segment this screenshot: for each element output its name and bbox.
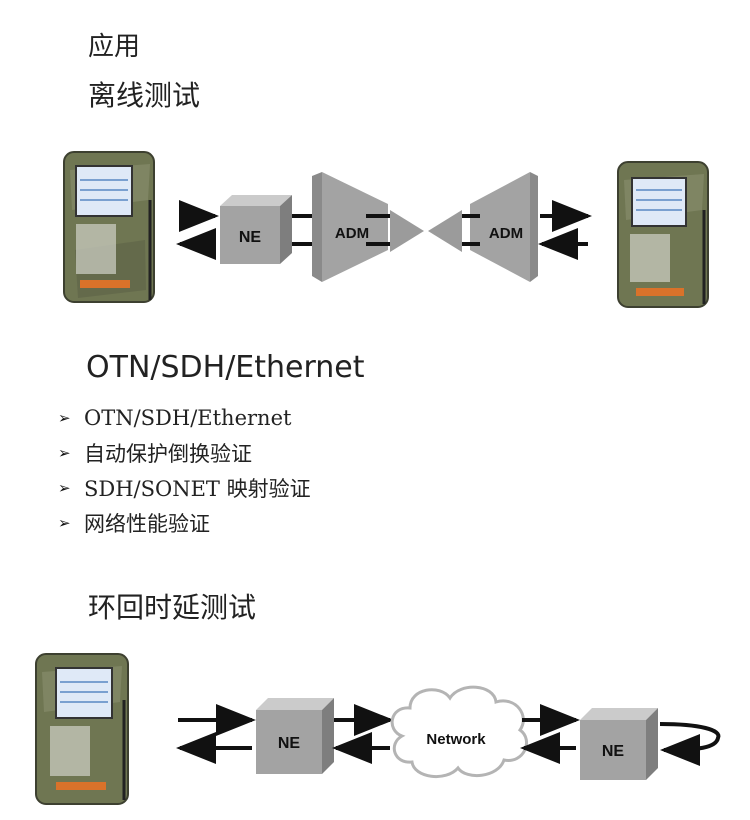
feature-list: ➢OTN/SDH/Ethernet ➢自动保护倒换验证 ➢SDH/SONET 映… [58, 400, 311, 540]
ne-box-left: NE [256, 698, 334, 774]
ne-right-label: NE [602, 743, 625, 760]
tester-device-left [63, 151, 155, 303]
ne-box-right: NE [580, 708, 658, 780]
adm-left-label: ADM [335, 225, 369, 242]
adm-right-label: ADM [489, 225, 523, 242]
section-title-application: 应用 [88, 32, 141, 62]
list-item: ➢SDH/SONET 映射验证 [58, 476, 311, 501]
tester-device [35, 653, 129, 805]
adm-left: ADM [312, 172, 388, 282]
list-item: ➢网络性能验证 [58, 511, 210, 536]
loopback-arrow [659, 722, 721, 766]
network-cloud-icon: Network [390, 685, 528, 779]
section-title-otn: OTN/SDH/Ethernet [86, 350, 365, 385]
tester-device-right [617, 161, 709, 308]
ne-left-label: NE [278, 735, 301, 752]
section-title-loopback-test: 环回时延测试 [88, 591, 257, 624]
arrow-bullet-icon: ➢ [58, 408, 71, 427]
connector-triangle-left [428, 210, 462, 252]
loopback-test-diagram: NE Network NE [35, 653, 721, 805]
list-item: ➢自动保护倒换验证 [58, 441, 252, 466]
arrow-bullet-icon: ➢ [58, 513, 71, 532]
section-title-offline-test: 离线测试 [88, 79, 201, 112]
network-label: Network [426, 731, 486, 748]
list-item: ➢OTN/SDH/Ethernet [58, 405, 292, 430]
ne-box: NE [220, 195, 292, 264]
ne-label: NE [239, 229, 262, 246]
offline-test-diagram: NE ADM ADM [63, 151, 709, 308]
arrow-bullet-icon: ➢ [58, 478, 71, 497]
arrow-bullet-icon: ➢ [58, 443, 71, 462]
adm-right: ADM [470, 172, 538, 282]
connector-triangle-right [390, 210, 424, 252]
